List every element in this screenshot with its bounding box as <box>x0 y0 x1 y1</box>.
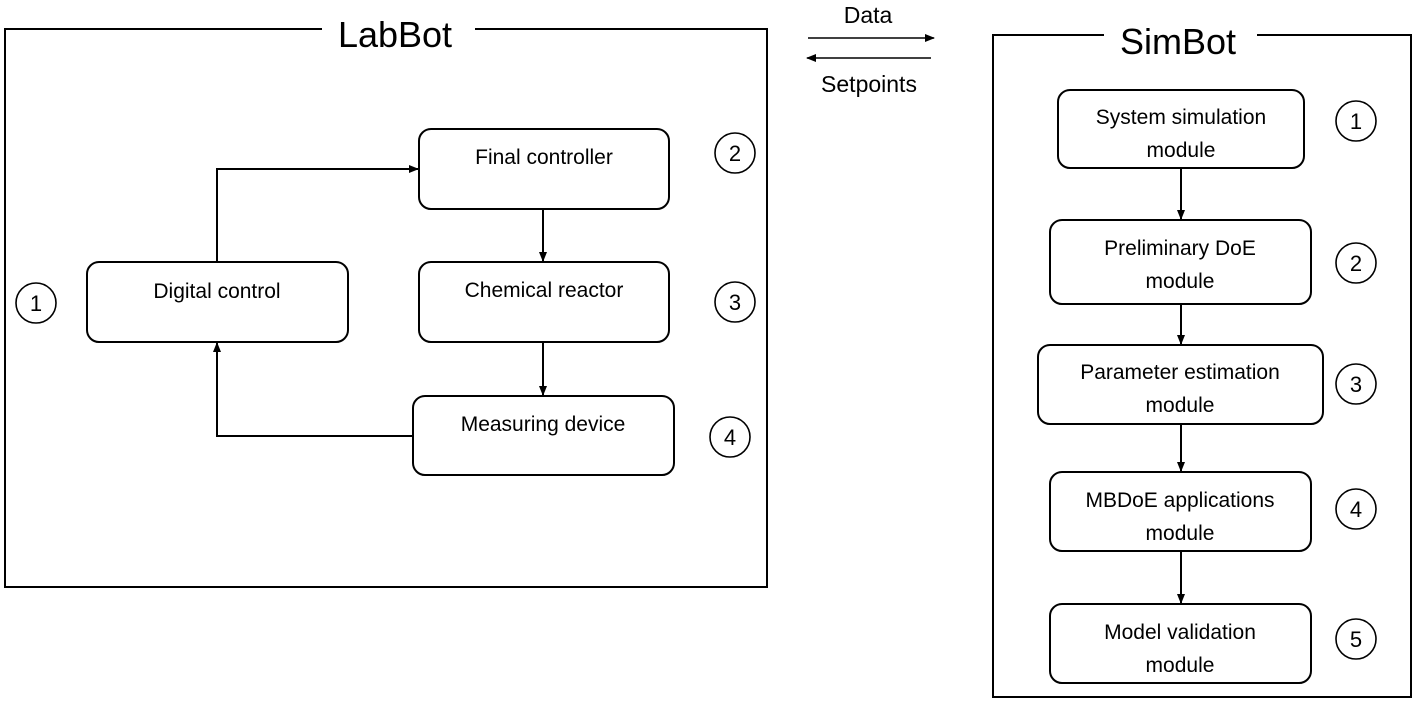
simbot-frame <box>992 34 1412 698</box>
setpoints-link-label: Setpoints <box>821 71 917 97</box>
simbot-module-label-line1: System simulation <box>1096 106 1266 129</box>
simbot-module-badge <box>1335 618 1377 660</box>
simbot-module-badge <box>1335 488 1377 530</box>
measuring-device-label: Measuring device <box>461 413 626 436</box>
simbot-module-label-line1: Preliminary DoE <box>1104 237 1256 260</box>
final-controller-box <box>418 128 670 210</box>
simbot-title: SimBot <box>1120 21 1236 62</box>
labbot-panel: LabBot Digital control 1 Final controlle… <box>4 14 768 588</box>
simbot-module-badge <box>1335 242 1377 284</box>
final-controller-label: Final controller <box>475 146 613 169</box>
digital-control-badge <box>15 282 57 324</box>
chemical-reactor-badge <box>714 281 756 323</box>
simbot-module-badge-number: 5 <box>1350 627 1362 652</box>
simbot-module-label-line1: Parameter estimation <box>1080 361 1280 384</box>
chemical-reactor-box <box>418 261 670 343</box>
arrow-digital-control-to-final-controller <box>216 165 419 262</box>
chemical-reactor-badge-number: 3 <box>729 290 741 315</box>
simbot-module-badge <box>1335 100 1377 142</box>
labbot-frame <box>4 28 768 588</box>
simbot-module-badge-number: 2 <box>1350 251 1362 276</box>
simbot-module-badge-number: 1 <box>1350 109 1362 134</box>
digital-control-label: Digital control <box>153 280 280 303</box>
final-controller-badge-number: 2 <box>729 141 741 166</box>
measuring-device-badge <box>709 416 751 458</box>
simbot-module-label-line2: module <box>1146 522 1215 545</box>
simbot-module-label-line2: module <box>1146 270 1215 293</box>
simbot-module-label-line2: module <box>1147 139 1216 162</box>
measuring-device-badge-number: 4 <box>724 425 736 450</box>
simbot-module-label-line2: module <box>1146 394 1215 417</box>
chemical-reactor-label: Chemical reactor <box>465 279 624 302</box>
labbot-title: LabBot <box>338 14 452 55</box>
simbot-module-label-line1: Model validation <box>1104 621 1256 644</box>
simbot-module-badge <box>1335 363 1377 405</box>
data-link-label: Data <box>844 2 893 28</box>
final-controller-badge <box>714 132 756 174</box>
digital-control-badge-number: 1 <box>30 291 42 316</box>
arrow-measuring-device-to-digital-control <box>213 342 413 437</box>
simbot-module-badge-number: 4 <box>1350 497 1362 522</box>
simbot-panel: SimBot System simulation module 1 Prelim… <box>992 21 1412 698</box>
simbot-module-label-line1: MBDoE applications <box>1085 489 1274 512</box>
simbot-module-badge-number: 3 <box>1350 372 1362 397</box>
simbot-module-box <box>1049 603 1312 684</box>
simbot-module-label-line2: module <box>1146 654 1215 677</box>
bot-link: Data Setpoints <box>806 2 935 97</box>
